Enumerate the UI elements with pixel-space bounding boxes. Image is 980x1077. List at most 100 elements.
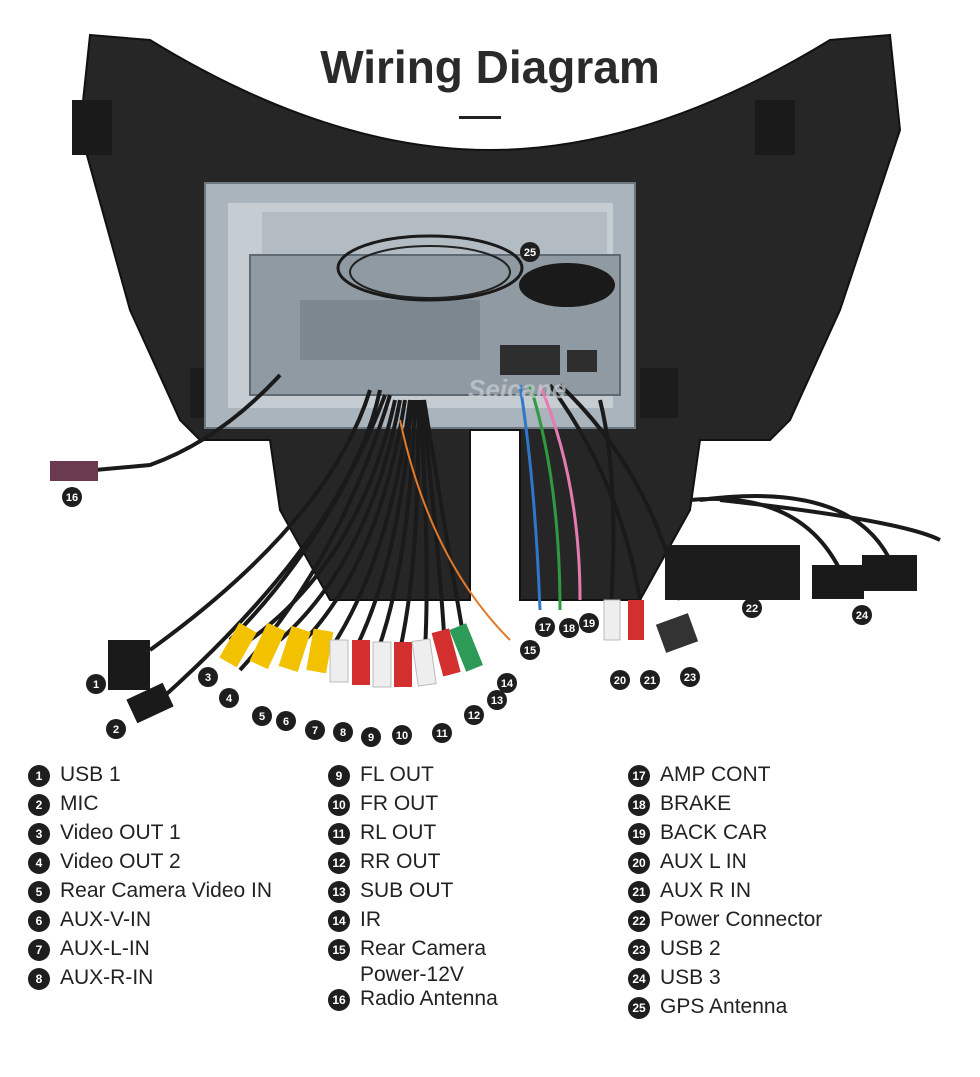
callout-number: 11 (436, 728, 448, 740)
legend-number-badge: 11 (328, 823, 350, 845)
rear-connector-block (500, 345, 560, 375)
callout-badge: 10 (392, 725, 412, 745)
callout-number: 22 (746, 603, 758, 615)
callout-number: 16 (66, 492, 78, 504)
rear-panel-vents (300, 300, 480, 360)
callout-number: 24 (856, 610, 869, 622)
callout-badge: 6 (276, 711, 296, 731)
usb3-connector-b (862, 555, 917, 591)
legend-number-badge: 18 (628, 794, 650, 816)
legend-label: RL OUT (360, 821, 437, 844)
legend-label: AMP CONT (660, 763, 771, 786)
legend-label: AUX R IN (660, 879, 752, 902)
legend-number-badge: 15 (328, 939, 350, 961)
legend-item: 13 SUB OUT (328, 878, 498, 907)
gps-cable-coil-2 (349, 245, 511, 299)
callout-number: 7 (312, 725, 318, 737)
callout-badge: 23 (680, 667, 700, 687)
title-underline (459, 116, 501, 119)
usb1-connector (108, 640, 150, 690)
callout-number: 9 (368, 732, 374, 744)
legend-label: AUX-R-IN (60, 966, 154, 989)
legend-number-badge: 25 (628, 997, 650, 1019)
callout-badge: 7 (305, 720, 325, 740)
legend-label: Rear Camera Video IN (60, 879, 273, 902)
av-harness (148, 389, 511, 702)
mic-connector (126, 682, 174, 724)
callout-number: 17 (539, 622, 551, 634)
legend-number-badge: 7 (28, 939, 50, 961)
legend-label: IR (360, 908, 381, 931)
legend-number-badge: 6 (28, 910, 50, 932)
legend-number-badge: 14 (328, 910, 350, 932)
legend-label: Video OUT 2 (60, 850, 181, 873)
legend-label: BRAKE (660, 792, 732, 815)
legend-item: 23 USB 2 (628, 936, 822, 965)
legend-number-badge: 9 (328, 765, 350, 787)
legend-number-badge: 4 (28, 852, 50, 874)
legend-item: 6 AUX-V-IN (28, 907, 272, 936)
callout-badge: 17 (535, 617, 555, 637)
legend-item: 7 AUX-L-IN (28, 936, 272, 965)
callout-number: 4 (226, 693, 233, 705)
legend-number-badge: 17 (628, 765, 650, 787)
legend-label: SUB OUT (360, 879, 454, 902)
legend-number-badge: 19 (628, 823, 650, 845)
legend-number-badge: 23 (628, 939, 650, 961)
legend-label: USB 3 (660, 966, 721, 989)
callout-badge: 1 (86, 674, 106, 694)
legend-number-badge: 13 (328, 881, 350, 903)
gps-antenna-puck (519, 263, 615, 307)
legend-label: FL OUT (360, 763, 434, 786)
callout-number: 13 (491, 695, 503, 707)
gps-cable-coil (336, 234, 524, 302)
watermark: Seicane (468, 374, 566, 404)
callout-badge: 19 (579, 613, 599, 633)
legend-number-badge: 21 (628, 881, 650, 903)
legend-item: 15 Rear Camera Power-12V (328, 936, 498, 986)
callout-number: 2 (113, 724, 119, 736)
legend-item: 9 FL OUT (328, 762, 498, 791)
callout-badge: 4 (219, 688, 239, 708)
callout-badge: 25 (520, 242, 540, 262)
legend-number-badge: 10 (328, 794, 350, 816)
legend-number-badge: 1 (28, 765, 50, 787)
legend-label: AUX-L-IN (60, 937, 150, 960)
callout-badge: 20 (610, 670, 630, 690)
callout-badge: 22 (742, 598, 762, 618)
callout-badge: 24 (852, 605, 872, 625)
callout-badge: 18 (559, 618, 579, 638)
legend-item: 14 IR (328, 907, 498, 936)
callout-number: 12 (468, 710, 480, 722)
callout-badge: 5 (252, 706, 272, 726)
legend-item: 8 AUX-R-IN (28, 965, 272, 994)
callout-badge: 2 (106, 719, 126, 739)
legend-item: 21 AUX R IN (628, 878, 822, 907)
legend-number-badge: 24 (628, 968, 650, 990)
head-unit-top (262, 212, 607, 257)
legend-label: Radio Antenna (360, 987, 498, 1010)
bezel-mount-right (755, 100, 795, 155)
usb2-connector (655, 613, 699, 653)
legend-number-badge: 12 (328, 852, 350, 874)
callout-badge: 3 (198, 667, 218, 687)
legend-number-badge: 20 (628, 852, 650, 874)
legend-label: USB 2 (660, 937, 721, 960)
callout-badge: 16 (62, 487, 82, 507)
legend-label: AUX-V-IN (60, 908, 152, 931)
legend-label: Rear Camera Power-12V (360, 937, 487, 986)
usb-cables (689, 494, 941, 571)
legend-number-badge: 8 (28, 968, 50, 990)
